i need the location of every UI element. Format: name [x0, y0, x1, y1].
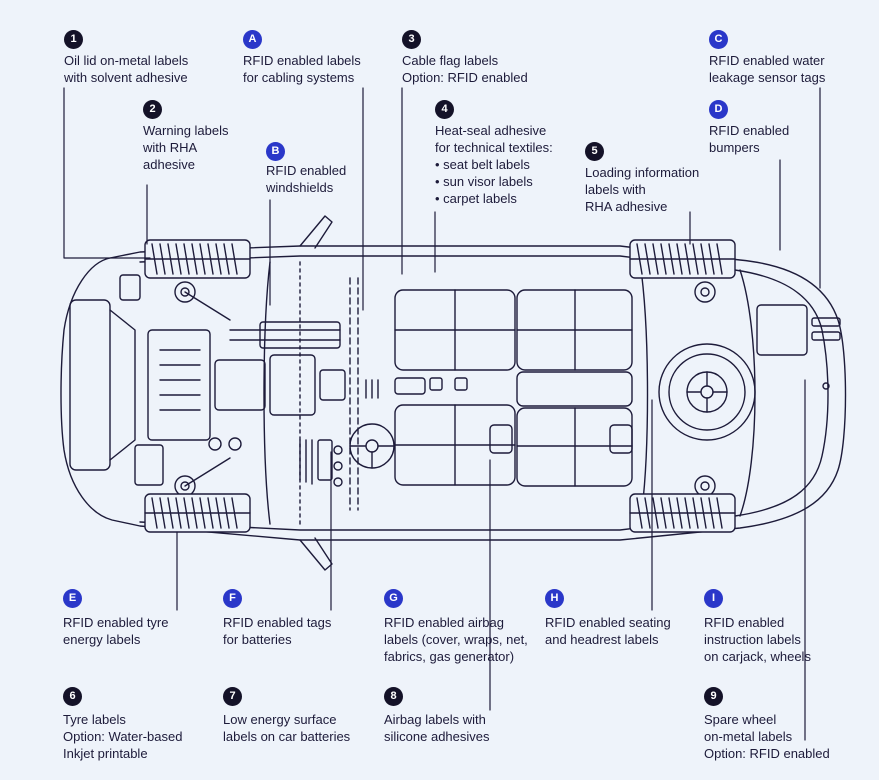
- mirror-top: [299, 215, 333, 249]
- badge-e: E: [63, 589, 82, 608]
- badge-8: 8: [384, 687, 403, 706]
- callout-3-text: Cable flag labels Option: RFID enabled: [402, 53, 528, 85]
- engine-block: [214, 359, 266, 411]
- callout-6-text: Tyre labels Option: Water-based Inkjet p…: [63, 712, 183, 761]
- badge-f: F: [223, 589, 242, 608]
- badge-d: D: [709, 100, 728, 119]
- callout-g-text: RFID enabled airbag labels (cover, wraps…: [384, 615, 528, 664]
- badge-5: 5: [585, 142, 604, 161]
- callout-e-text: RFID enabled tyre energy labels: [63, 615, 169, 647]
- callout-c-text: RFID enabled water leakage sensor tags: [709, 53, 826, 85]
- badge-3: 3: [402, 30, 421, 49]
- mirror-bottom: [299, 537, 333, 571]
- badge-b: B: [266, 142, 285, 161]
- windshield-line: [263, 261, 271, 525]
- leader-lines: [63, 87, 821, 741]
- callout-2-text: Warning labels with RHA adhesive: [143, 123, 229, 172]
- tyre-front-bottom: [144, 493, 251, 533]
- callout-i-text: RFID enabled instruction labels on carja…: [704, 615, 811, 664]
- front-grille: [69, 299, 111, 471]
- badge-7: 7: [223, 687, 242, 706]
- badge-9: 9: [704, 687, 723, 706]
- badge-a: A: [243, 30, 262, 49]
- callout-5-text: Loading information labels with RHA adhe…: [585, 165, 700, 214]
- callout-h-text: RFID enabled seating and headrest labels: [545, 615, 671, 647]
- badge-g: G: [384, 589, 403, 608]
- badge-i: I: [704, 589, 723, 608]
- callout-a-text: RFID enabled labels for cabling systems: [243, 53, 361, 85]
- callout-1-text: Oil lid on-metal labels with solvent adh…: [64, 53, 189, 85]
- tyre-front-top: [144, 239, 251, 279]
- tyre-rear-top: [629, 239, 736, 279]
- rear-seat-middle: [516, 371, 633, 407]
- callout-9-text: Spare wheel on-metal labels Option: RFID…: [704, 712, 830, 761]
- rear-panel-line: [639, 261, 649, 525]
- tyre-rear-bottom: [629, 493, 736, 533]
- badge-2: 2: [143, 100, 162, 119]
- callout-4-text: Heat-seal adhesive for technical textile…: [435, 123, 553, 206]
- car-body-outline: [60, 245, 847, 541]
- badge-6: 6: [63, 687, 82, 706]
- badge-1: 1: [64, 30, 83, 49]
- badge-4: 4: [435, 100, 454, 119]
- callout-7-text: Low energy surface labels on car batteri…: [223, 712, 351, 744]
- radiator: [147, 329, 211, 441]
- muffler: [756, 304, 808, 356]
- spare-wheel: [658, 343, 756, 441]
- callout-b-text: RFID enabled windshields: [266, 163, 347, 195]
- callout-f-text: RFID enabled tags for batteries: [223, 615, 332, 647]
- callout-8-text: Airbag labels with silicone adhesives: [384, 712, 490, 744]
- battery: [134, 444, 164, 486]
- badge-h: H: [545, 589, 564, 608]
- callout-d-text: RFID enabled bumpers: [709, 123, 790, 155]
- cable-harness: [299, 439, 313, 485]
- badge-c: C: [709, 30, 728, 49]
- car-inner-contour: [139, 255, 829, 531]
